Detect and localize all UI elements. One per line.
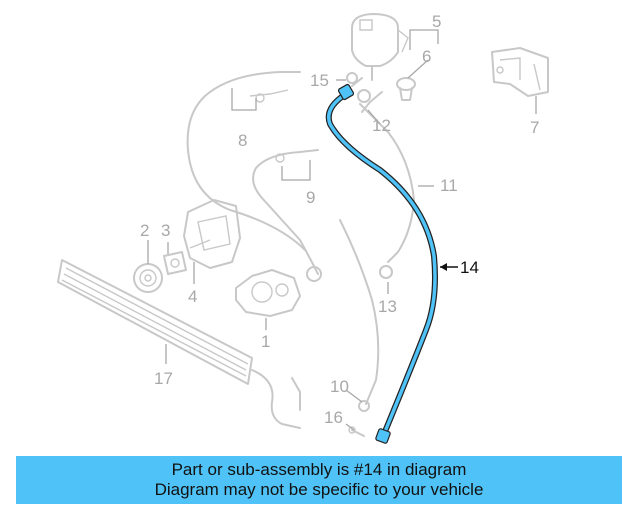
pump-part <box>235 269 301 317</box>
callout-11: 11 <box>440 176 458 195</box>
callout-3: 3 <box>161 221 170 240</box>
hose-part-9 <box>252 149 322 282</box>
callout-4: 4 <box>188 287 197 306</box>
callout-8: 8 <box>238 131 247 150</box>
hose-part-8 <box>186 71 306 251</box>
gasket-part <box>163 251 187 275</box>
fitting-part-13 <box>379 265 393 279</box>
fitting-part-10 <box>358 400 370 412</box>
banner-line-2: Diagram may not be specific to your vehi… <box>154 480 484 499</box>
callout-15: 15 <box>310 71 329 90</box>
callout-14[interactable]: 14 <box>460 258 479 277</box>
mount-part <box>183 199 241 269</box>
fitting-part-12 <box>357 89 371 103</box>
bracket-part <box>491 47 549 97</box>
callout-9: 9 <box>306 188 315 207</box>
callout-6: 6 <box>422 47 431 66</box>
callout-2: 2 <box>140 221 149 240</box>
callout-1: 1 <box>261 332 270 351</box>
callout-17: 17 <box>154 369 173 388</box>
part-info-banner: Part or sub-assembly is #14 in diagram D… <box>16 456 622 504</box>
banner-line-1: Part or sub-assembly is #14 in diagram <box>171 460 467 479</box>
cooler-part <box>57 259 301 429</box>
callout-7: 7 <box>530 118 539 137</box>
callout-5: 5 <box>432 12 441 31</box>
callout-10: 10 <box>330 377 349 396</box>
reservoir-part <box>351 13 409 87</box>
fitting-part-16 <box>348 426 365 437</box>
parts-diagram: 1 2 3 4 5 6 7 8 9 10 11 12 13 14 15 16 1… <box>57 12 549 444</box>
fitting-part-15 <box>346 72 358 84</box>
callout-12: 12 <box>372 116 391 135</box>
sensor-part <box>396 77 416 101</box>
highlighted-hose-14[interactable] <box>325 83 438 444</box>
callout-13: 13 <box>378 297 397 316</box>
return-hose-part <box>339 219 380 405</box>
pulley-part <box>133 263 163 293</box>
callout-16: 16 <box>324 408 343 427</box>
